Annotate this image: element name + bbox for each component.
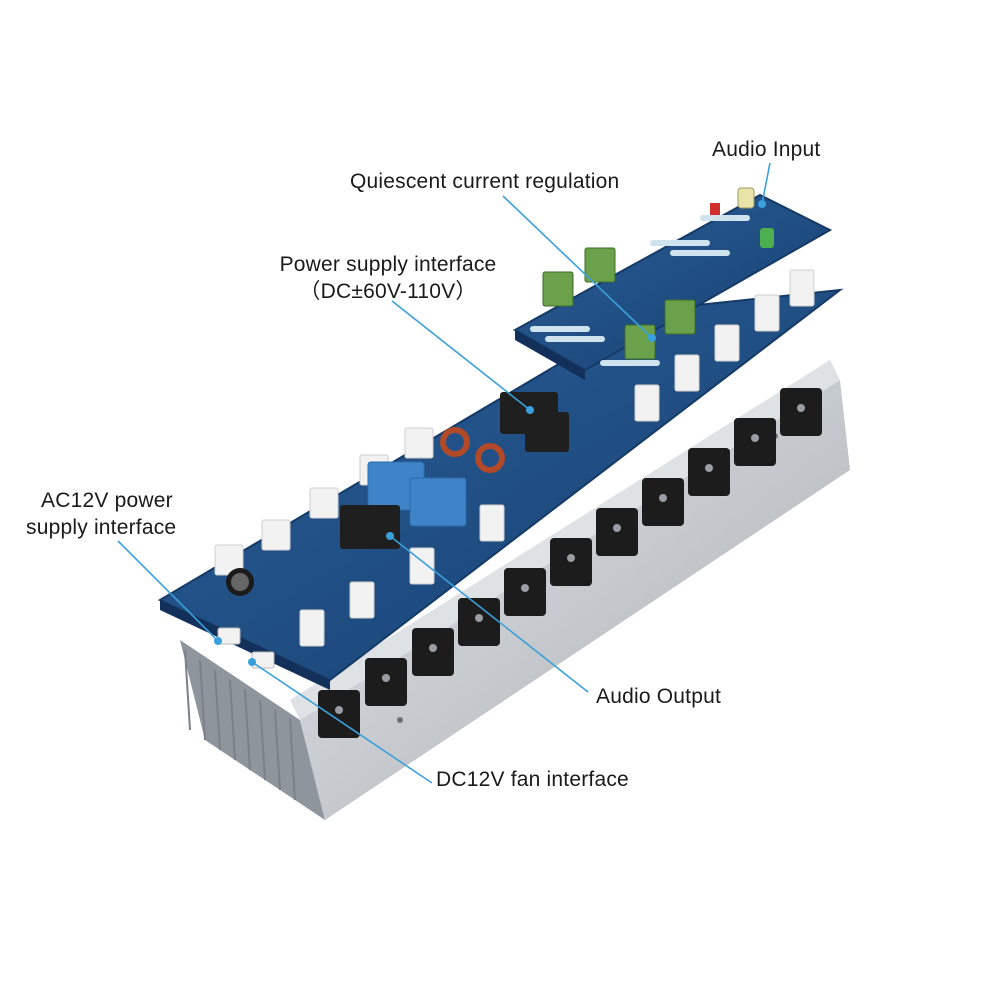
callout-line-power-supply: [391, 300, 531, 411]
quiescent-regulators: [542, 247, 696, 360]
transistor-screws: [335, 404, 805, 714]
ac12v-line-2: supply interface: [26, 516, 177, 539]
callout-line-audio-output: [389, 535, 589, 693]
output-inductors: [440, 427, 505, 473]
label-dc12v-fan-interface: DC12V fan interface: [436, 768, 629, 791]
callout-line-dc12v-fan: [251, 661, 433, 784]
label-audio-input: Audio Input: [712, 138, 821, 161]
callout-lines: [117, 162, 771, 784]
small-resistors: [530, 215, 750, 366]
label-audio-output: Audio Output: [596, 685, 721, 708]
power-transistor-row: [318, 388, 822, 738]
label-power-supply-interface: Power supply interface （DC±60V-110V）: [262, 251, 514, 305]
label-quiescent-current-regulation: Quiescent current regulation: [350, 170, 620, 193]
film-capacitors: [367, 461, 467, 527]
audio-input-capacitors: [710, 187, 774, 248]
electrolytic-capacitor: [226, 568, 254, 596]
ac12v-line-1: AC12V power: [41, 489, 173, 512]
heatsink-fins: [184, 649, 296, 801]
callout-line-ac12v: [117, 540, 219, 642]
callout-line-quiescent: [502, 195, 653, 339]
power-supply-title: Power supply interface: [279, 253, 497, 276]
callout-line-audio-input: [761, 162, 771, 205]
label-ac12v-power-supply: AC12V power supply interface: [26, 487, 176, 541]
power-supply-range: （DC±60V-110V）: [299, 280, 477, 303]
